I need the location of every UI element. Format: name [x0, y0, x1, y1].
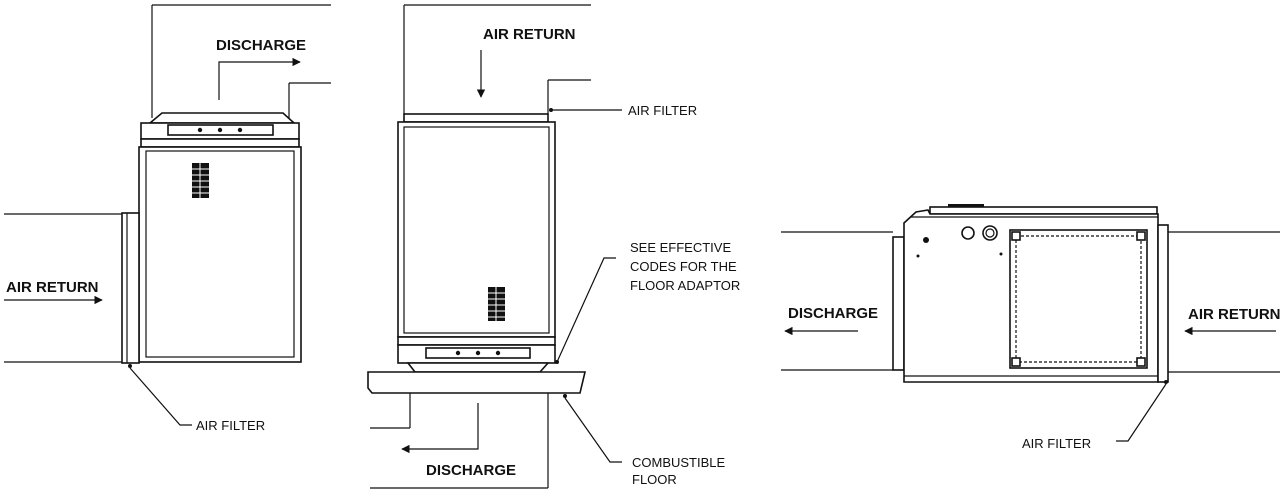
- label-air-return-right: AIR RETURN: [1188, 306, 1281, 323]
- label-air-return-left: AIR RETURN: [6, 279, 99, 296]
- label-codes-line1: SEE EFFECTIVE: [630, 240, 731, 255]
- label-discharge-right: DISCHARGE: [788, 305, 878, 322]
- label-codes-line3: FLOOR ADAPTOR: [630, 278, 740, 293]
- label-combustible-line1: COMBUSTIBLE: [632, 455, 726, 470]
- label-codes-line2: CODES FOR THE: [630, 259, 737, 274]
- label-air-filter-middle: AIR FILTER: [628, 103, 697, 118]
- label-air-filter-left: AIR FILTER: [196, 418, 265, 433]
- label-discharge-left: DISCHARGE: [216, 37, 306, 54]
- horizontal-unit-view: [781, 204, 1280, 442]
- label-combustible-line2: FLOOR: [632, 472, 677, 487]
- label-air-return-middle: AIR RETURN: [483, 26, 576, 43]
- label-air-filter-right: AIR FILTER: [1022, 436, 1091, 451]
- label-discharge-middle: DISCHARGE: [426, 462, 516, 479]
- upflow-unit-view: [4, 4, 331, 426]
- discharge-arrow: [401, 403, 479, 454]
- discharge-arrow: [218, 57, 301, 100]
- downflow-unit-view: [367, 4, 622, 489]
